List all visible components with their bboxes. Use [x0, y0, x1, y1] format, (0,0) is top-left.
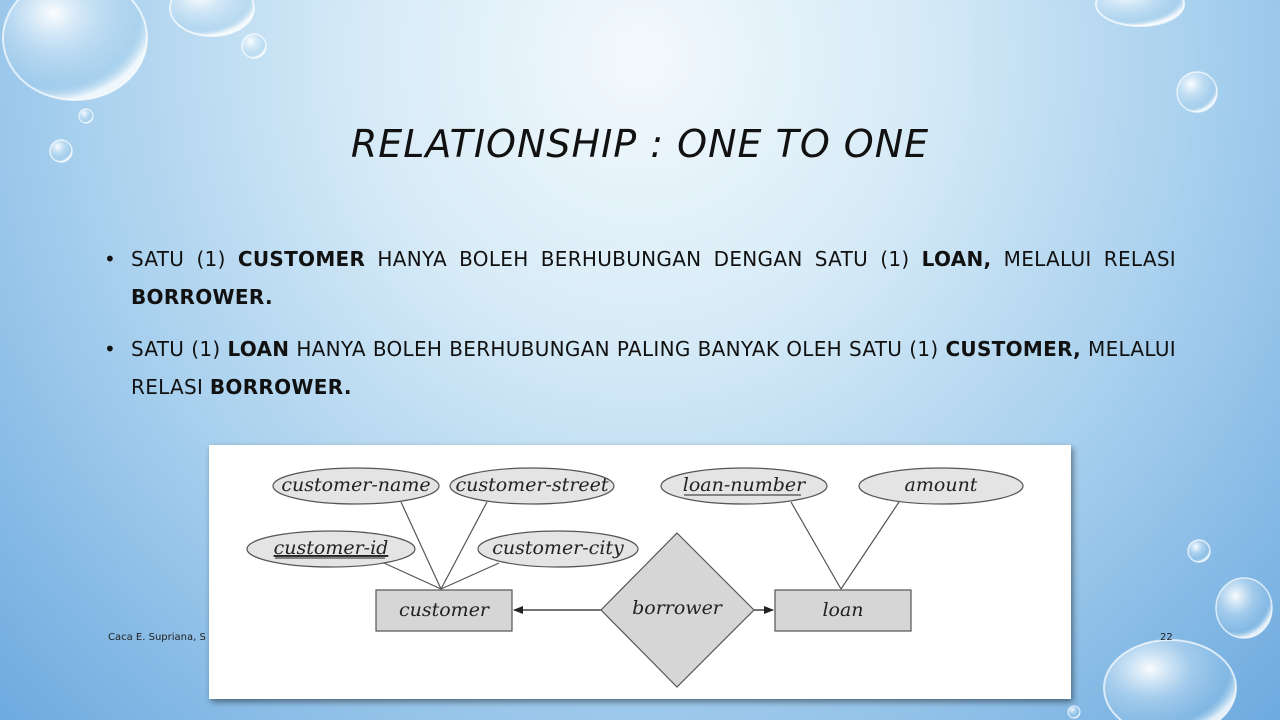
- line-customer-id: [383, 562, 442, 590]
- relationship-borrower: borrower: [600, 532, 755, 688]
- bullet-keyword: LOAN: [227, 337, 290, 361]
- page-number: 22: [1160, 632, 1173, 643]
- attr-amount-label: amount: [905, 474, 978, 496]
- bullet-text: MELALUI RELASI: [991, 247, 1177, 271]
- line-amount: [840, 501, 900, 590]
- drop-top-left-large: [2, 0, 148, 101]
- attr-customer-name: customer-name: [272, 467, 440, 505]
- line-customer-name: [400, 501, 442, 590]
- attr-customer-city-label: customer-city: [492, 537, 624, 559]
- bullet-keyword: BORROWER.: [131, 285, 273, 309]
- bullet-item-2: • SATU (1) LOAN HANYA BOLEH BERHUBUNGAN …: [104, 330, 1176, 406]
- attr-loan-number-label: loan-number: [683, 474, 807, 496]
- footer-author: Caca E. Supriana, S: [108, 632, 206, 643]
- drop-bottom-right: [1103, 639, 1237, 720]
- drop-right-2: [1187, 539, 1211, 563]
- bullet-keyword: CUSTOMER: [237, 247, 366, 271]
- bullet-keyword: LOAN,: [921, 247, 992, 271]
- bullet-text: SATU (1): [131, 337, 228, 361]
- entity-customer: customer: [375, 589, 513, 632]
- line-customer-city: [440, 562, 500, 590]
- slide-title: RELATIONSHIP : ONE TO ONE: [350, 122, 930, 166]
- drop-small-3: [49, 139, 73, 163]
- bullet-list: • SATU (1) CUSTOMER HANYA BOLEH BERHUBUN…: [104, 240, 1176, 420]
- drop-small-2: [78, 108, 94, 124]
- entity-customer-label: customer: [399, 599, 491, 621]
- bullet-keyword: BORROWER.: [209, 375, 352, 399]
- attr-customer-name-label: customer-name: [281, 474, 430, 496]
- bullet-text: MELALUI RELASI: [131, 337, 1176, 399]
- attr-customer-city: customer-city: [477, 530, 639, 568]
- attr-customer-street: customer-street: [449, 467, 615, 505]
- bullet-text: HANYA BOLEH BERHUBUNGAN DENGAN SATU (1): [365, 247, 922, 271]
- attr-customer-street-label: customer-street: [455, 474, 608, 496]
- bullet-keyword: CUSTOMER,: [945, 337, 1082, 361]
- line-loan-number: [790, 501, 842, 590]
- er-diagram-svg: customer-name customer-street customer-i…: [246, 467, 1024, 688]
- bullet-text: HANYA BOLEH BERHUBUNGAN PALING BANYAK OL…: [289, 337, 946, 361]
- drop-right-1: [1176, 71, 1218, 113]
- bullet-text: SATU (1): [131, 247, 238, 271]
- er-diagram: customer-name customer-street customer-i…: [209, 445, 1071, 699]
- drop-top-left-medium: [169, 0, 255, 37]
- bullet-item-1: • SATU (1) CUSTOMER HANYA BOLEH BERHUBUN…: [104, 240, 1176, 316]
- attr-amount: amount: [858, 467, 1024, 505]
- attr-loan-number: loan-number: [660, 467, 828, 505]
- drop-right-3: [1215, 577, 1273, 639]
- drop-top-right: [1095, 0, 1185, 27]
- drop-small-1: [241, 33, 267, 59]
- attr-customer-id-label: customer-id: [274, 537, 389, 559]
- attr-customer-id: customer-id: [246, 530, 416, 568]
- entity-loan-label: loan: [822, 599, 863, 621]
- relationship-borrower-label: borrower: [632, 597, 724, 619]
- line-customer-street: [440, 501, 488, 590]
- drop-small-4: [1067, 705, 1081, 719]
- entity-loan: loan: [774, 589, 912, 632]
- bullet-marker: •: [104, 337, 117, 361]
- bullet-marker: •: [104, 247, 117, 271]
